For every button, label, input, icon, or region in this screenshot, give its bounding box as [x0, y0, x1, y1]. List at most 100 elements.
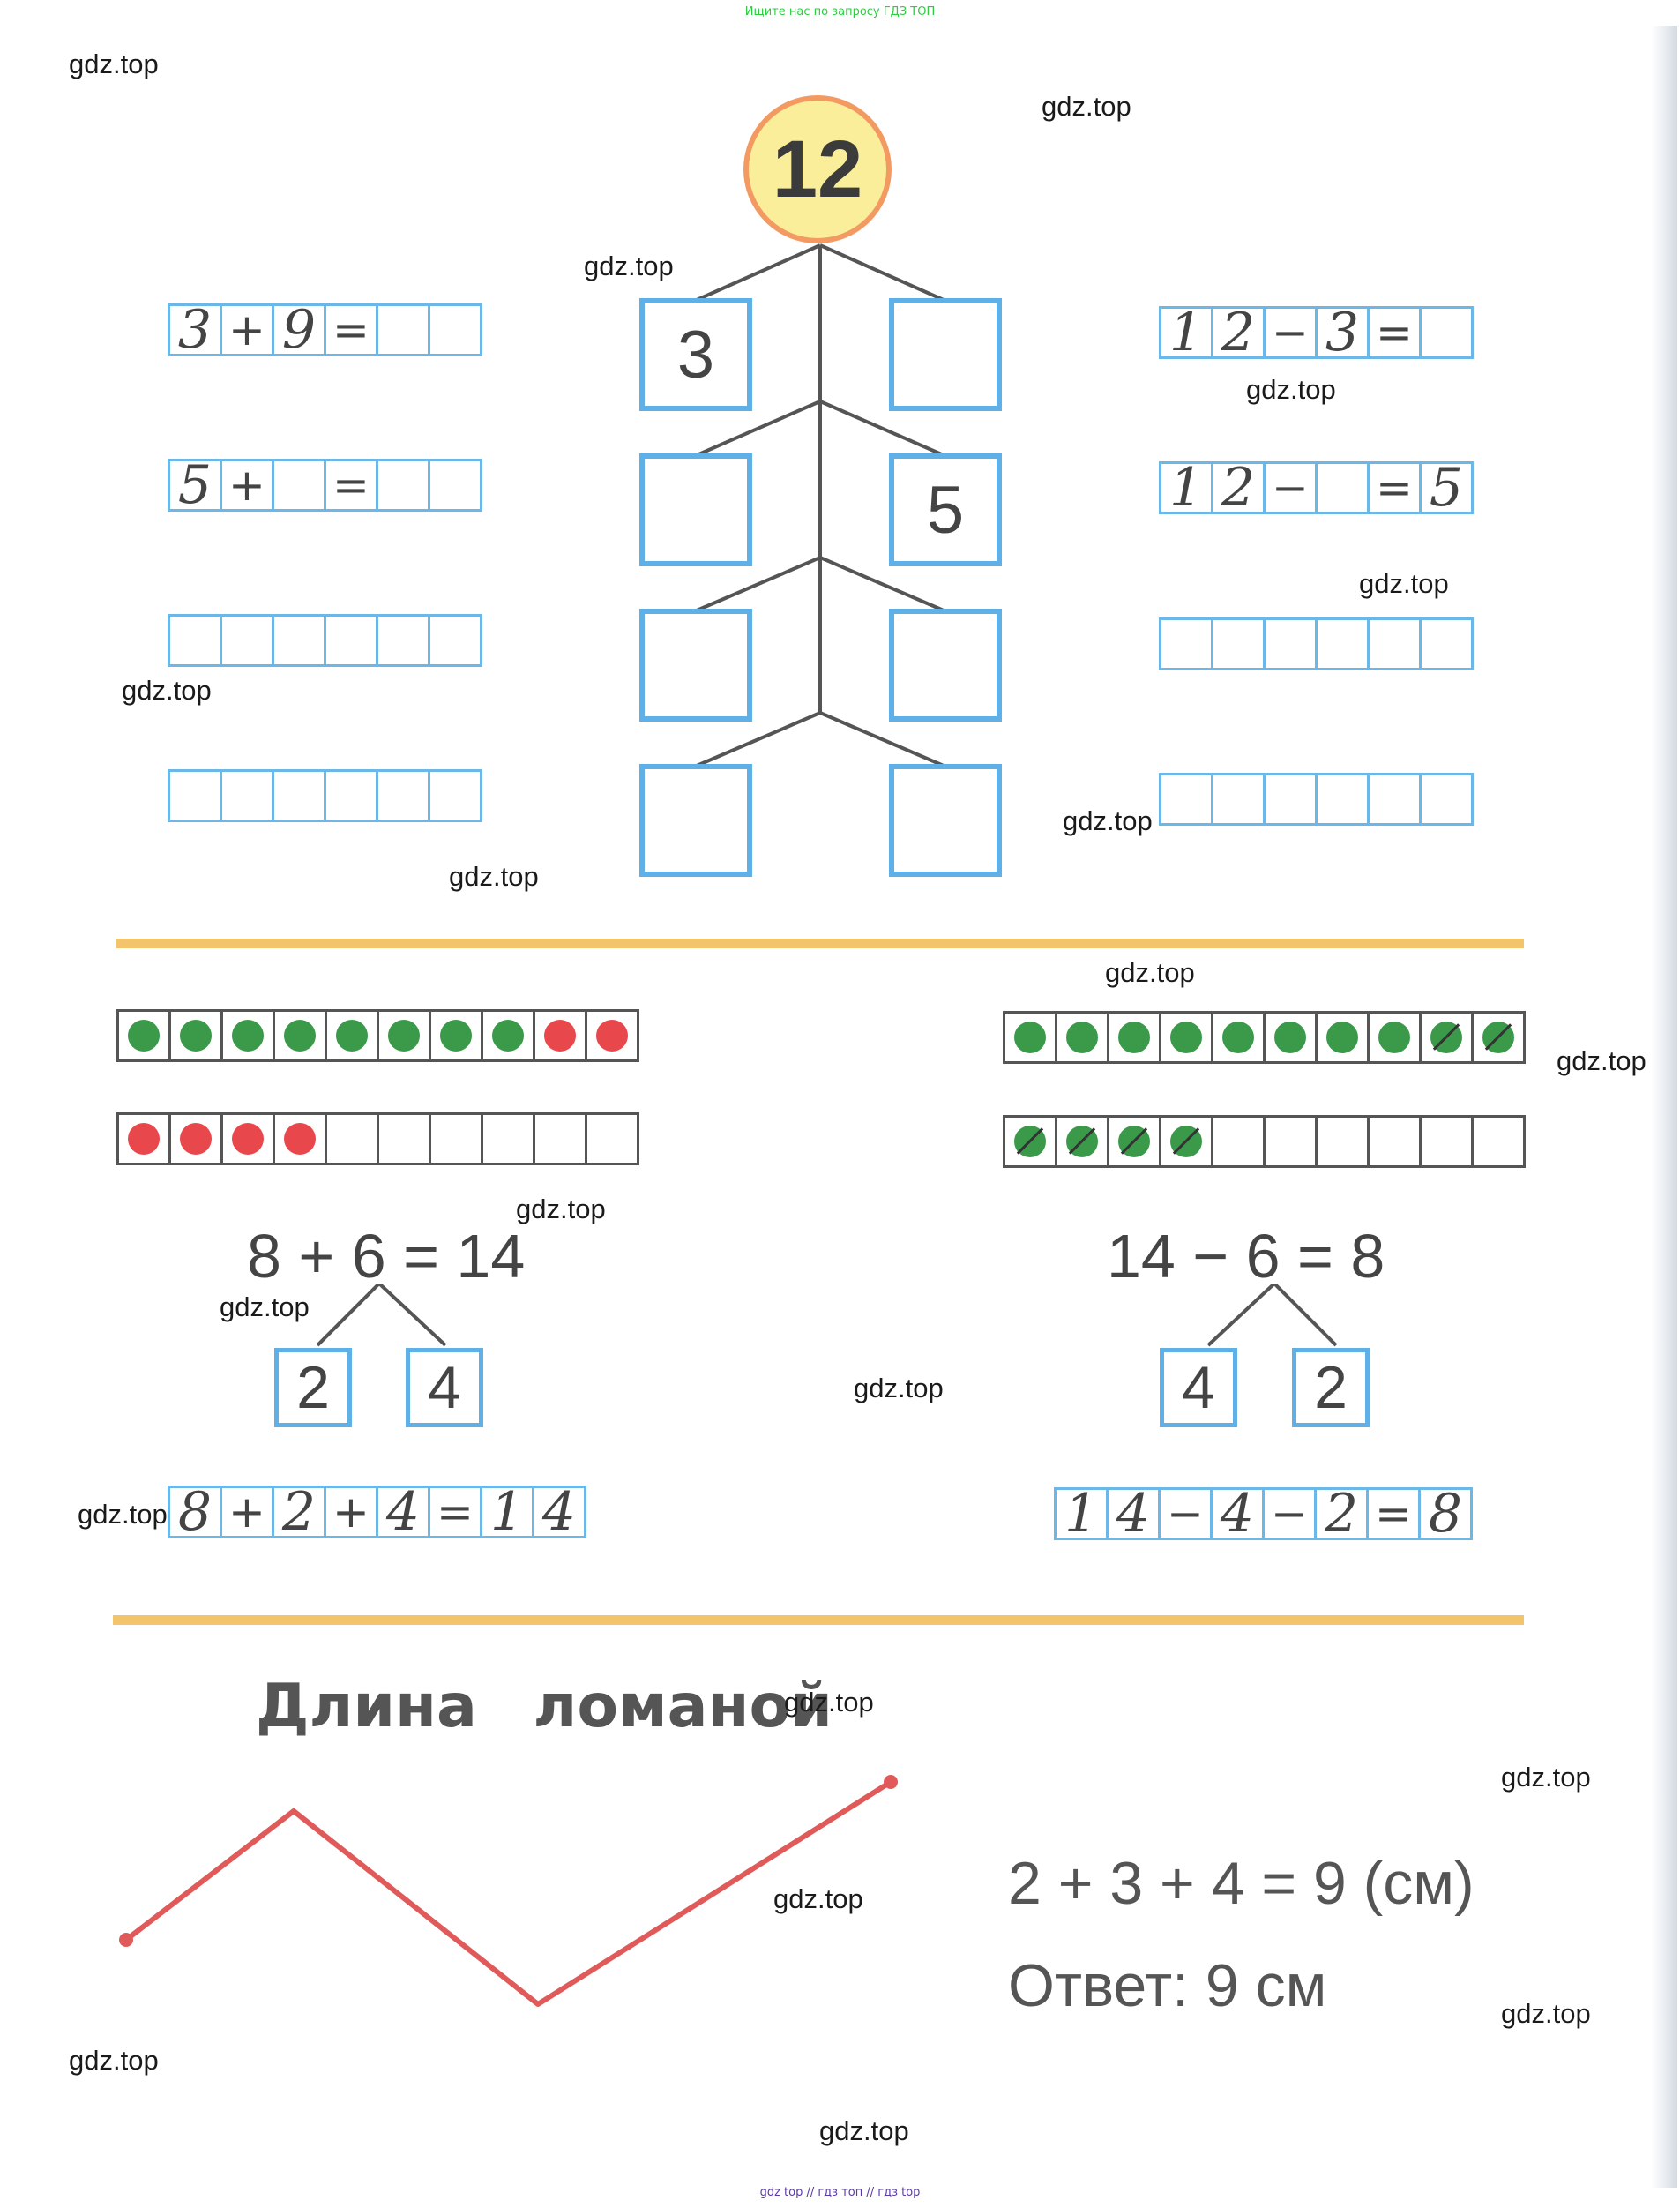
watermark: gdz.top	[1246, 374, 1336, 405]
left-equation-row-4	[168, 769, 482, 822]
length-sum-equation: 2 + 3 + 4 = 9 (см)	[1008, 1850, 1475, 1917]
equation-cell[interactable]	[1213, 620, 1266, 668]
equation-cell[interactable]: −	[1161, 1488, 1213, 1539]
equation-cell[interactable]: 1	[1161, 302, 1213, 363]
equation-cell[interactable]	[430, 461, 480, 509]
equation-cell[interactable]: 2	[1317, 1483, 1369, 1545]
equation-cell[interactable]	[222, 772, 274, 820]
equation-cell[interactable]	[378, 306, 430, 354]
equation-cell[interactable]	[274, 617, 326, 664]
equation-cell[interactable]	[378, 772, 430, 820]
red-counter	[128, 1123, 160, 1155]
equation-cell[interactable]	[1318, 620, 1370, 668]
equation-cell[interactable]: 2	[274, 1481, 326, 1543]
subtraction-split-box-2[interactable]: 2	[1292, 1348, 1370, 1427]
equation-cell[interactable]: 5	[1429, 457, 1464, 519]
right-equation-row-4	[1159, 773, 1474, 826]
equation-cell[interactable]	[1370, 775, 1422, 823]
equation-cell[interactable]	[274, 461, 326, 509]
counter-cell	[327, 1115, 379, 1163]
equation-cell[interactable]: +	[222, 304, 274, 356]
equation-cell[interactable]	[222, 617, 274, 664]
equation-cell[interactable]	[326, 617, 378, 664]
equation-cell[interactable]	[274, 772, 326, 820]
equation-cell[interactable]	[378, 617, 430, 664]
counter-cell	[1370, 1014, 1422, 1061]
counter-cell	[223, 1012, 275, 1059]
counter-cell	[119, 1115, 171, 1163]
equation-cell[interactable]: 4	[1213, 1483, 1265, 1545]
equation-cell[interactable]: +	[222, 460, 274, 511]
equation-cell[interactable]: −	[1266, 462, 1318, 513]
tree-box-left-3[interactable]	[639, 609, 752, 722]
equation-cell[interactable]: 2	[1213, 302, 1266, 363]
equation-cell[interactable]: 4	[541, 1481, 577, 1543]
equation-cell[interactable]: 5	[170, 454, 222, 516]
counter-cell	[1422, 1118, 1474, 1165]
addition-split-box-2[interactable]: 4	[406, 1348, 483, 1427]
addition-split-box-1[interactable]: 2	[274, 1348, 352, 1427]
green-counter	[1222, 1022, 1254, 1053]
equation-cell[interactable]: −	[1266, 307, 1318, 358]
section-divider	[116, 939, 1524, 948]
equation-cell[interactable]	[1213, 775, 1266, 823]
equation-cell[interactable]: 2	[1213, 457, 1266, 519]
equation-cell[interactable]: =	[1370, 462, 1422, 513]
tree-box-right-3[interactable]	[889, 609, 1002, 722]
equation-cell[interactable]	[1161, 775, 1213, 823]
tree-box-right-1[interactable]	[889, 298, 1002, 411]
equation-cell[interactable]	[1370, 620, 1422, 668]
red-counter	[596, 1020, 628, 1052]
tree-box-left-2[interactable]	[639, 453, 752, 566]
counter-cell	[1318, 1014, 1370, 1061]
equation-cell[interactable]	[170, 617, 222, 664]
counter-cell	[275, 1012, 327, 1059]
page-edge-shadow	[1651, 26, 1677, 2188]
equation-cell[interactable]: 3	[170, 299, 222, 361]
equation-cell[interactable]	[1422, 620, 1471, 668]
addition-split-lines	[316, 1284, 447, 1347]
equation-cell[interactable]	[1318, 464, 1370, 512]
equation-cell[interactable]	[1266, 775, 1318, 823]
tree-box-left-1[interactable]: 3	[639, 298, 752, 411]
equation-cell[interactable]	[326, 772, 378, 820]
equation-cell[interactable]: 3	[1318, 302, 1370, 363]
equation-cell[interactable]	[1161, 620, 1213, 668]
subtraction-split-box-1[interactable]: 4	[1160, 1348, 1237, 1427]
equation-cell[interactable]	[170, 772, 222, 820]
equation-cell[interactable]: 1	[482, 1481, 534, 1543]
equation-cell[interactable]	[1266, 620, 1318, 668]
equation-cell[interactable]	[430, 772, 480, 820]
equation-cell[interactable]: =	[326, 304, 378, 356]
equation-cell[interactable]: 1	[1161, 457, 1213, 519]
watermark: gdz.top	[819, 2115, 909, 2146]
tree-box-right-2[interactable]: 5	[889, 453, 1002, 566]
counter-cell	[1161, 1118, 1213, 1165]
red-counter	[180, 1123, 212, 1155]
equation-cell[interactable]: −	[1265, 1488, 1317, 1539]
equation-cell[interactable]: +	[326, 1486, 378, 1538]
watermark: gdz.top	[584, 251, 674, 281]
equation-cell[interactable]	[1318, 775, 1370, 823]
equation-cell[interactable]	[430, 617, 480, 664]
equation-cell[interactable]: 8	[170, 1481, 222, 1543]
equation-cell[interactable]	[378, 461, 430, 509]
equation-cell[interactable]: +	[222, 1486, 274, 1538]
equation-cell[interactable]	[430, 306, 480, 354]
left-equation-row-2: 5 + =	[168, 454, 482, 516]
counter-cell	[587, 1012, 637, 1059]
addition-equation: 8 + 6 = 14	[247, 1222, 526, 1291]
tree-box-right-4[interactable]	[889, 764, 1002, 877]
equation-cell[interactable]: =	[1370, 307, 1422, 358]
equation-cell[interactable]: 4	[1109, 1483, 1161, 1545]
equation-cell[interactable]	[1422, 775, 1471, 823]
equation-cell[interactable]: 9	[274, 299, 326, 361]
equation-cell[interactable]: 4	[378, 1481, 430, 1543]
equation-cell[interactable]: 1	[1057, 1483, 1109, 1545]
equation-cell[interactable]: =	[1369, 1488, 1421, 1539]
tree-box-left-4[interactable]	[639, 764, 752, 877]
equation-cell[interactable]: =	[430, 1486, 482, 1538]
equation-cell[interactable]: =	[326, 460, 378, 511]
equation-cell[interactable]: 8	[1428, 1483, 1463, 1545]
equation-cell[interactable]	[1422, 309, 1471, 356]
